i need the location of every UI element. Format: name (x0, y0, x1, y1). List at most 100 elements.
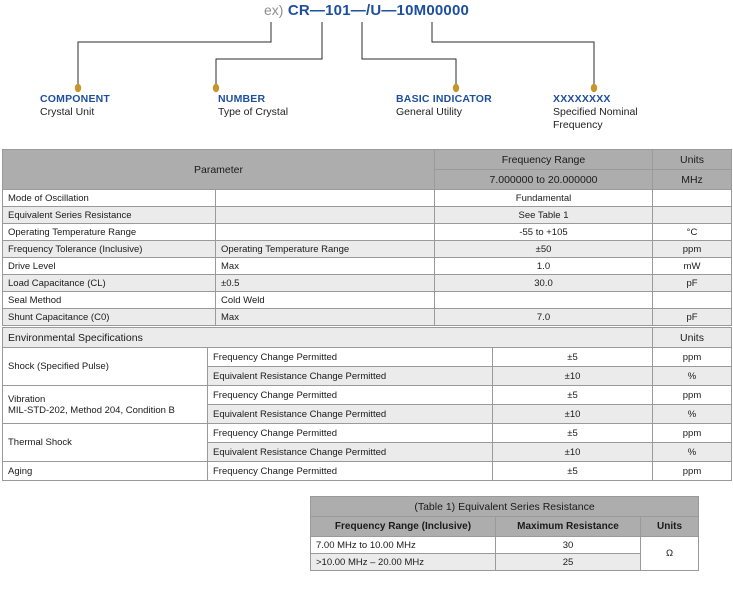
parameters-header-row-1: Parameter Frequency Range Units (2, 149, 732, 190)
esr-col-max-resistance: Maximum Resistance (495, 516, 641, 537)
parameters-header-units: Units (652, 149, 732, 170)
param-value: ±50 (434, 240, 653, 258)
environmental-value: ±5 (492, 385, 653, 405)
param-condition: Max (215, 308, 435, 326)
example-part-number-code: CR—101—/U—10M00000 (287, 2, 470, 19)
environmental-value: ±5 (492, 347, 653, 367)
environmental-header-units: Units (652, 327, 732, 348)
environmental-group-name: Thermal Shock (2, 423, 208, 462)
param-name: Drive Level (2, 257, 216, 275)
table-row: Load Capacitance (CL) ±0.5 30.0 pF (2, 274, 732, 292)
environmental-units: % (652, 442, 732, 462)
table-row: Shunt Capacitance (C0) Max 7.0 pF (2, 308, 732, 326)
esr-col-frequency-range: Frequency Range (Inclusive) (310, 516, 496, 537)
environmental-group-name-line1: Aging (8, 465, 33, 477)
environmental-criteria: Frequency Change Permitted (207, 423, 493, 443)
environmental-value: ±5 (492, 423, 653, 443)
callout-basic-indicator: BASIC INDICATOR General Utility (396, 93, 492, 119)
environmental-table: Environmental Specifications Units Shock… (2, 327, 732, 481)
param-name: Equivalent Series Resistance (2, 206, 216, 224)
environmental-group-name: Aging (2, 461, 208, 481)
param-value: 30.0 (434, 274, 653, 292)
parameters-header-row-2: 7.000000 to 20.000000 MHz (3, 169, 732, 190)
esr-resistance: 25 (495, 553, 641, 571)
esr-table-title: (Table 1) Equivalent Series Resistance (310, 496, 699, 517)
esr-range: >10.00 MHz – 20.00 MHz (310, 553, 496, 571)
param-condition: ±0.5 (215, 274, 435, 292)
table-row: Aging Frequency Change Permitted ±5 ppm (2, 461, 732, 481)
environmental-group-name: Vibration MIL-STD-202, Method 204, Condi… (2, 385, 208, 424)
environmental-group-name-line1: Vibration (8, 393, 46, 405)
param-units: ppm (652, 240, 732, 258)
environmental-header-row: Environmental Specifications Units (2, 327, 732, 348)
esr-col-units: Units (640, 516, 699, 537)
parameters-header-parameter: Parameter (2, 149, 435, 190)
callout-component-title: COMPONENT (40, 93, 111, 105)
environmental-value: ±5 (492, 461, 653, 481)
parameters-header-frequency-range-value: 7.000000 to 20.000000 (434, 169, 653, 190)
environmental-group-name: Shock (Specified Pulse) (2, 347, 208, 386)
param-units: mW (652, 257, 732, 275)
param-condition: Operating Temperature Range (215, 240, 435, 258)
table-row: Thermal Shock Frequency Change Permitted… (2, 423, 732, 462)
environmental-value: ±10 (492, 442, 653, 462)
param-units (652, 291, 732, 309)
callout-leader-lines (74, 22, 598, 93)
param-value: 1.0 (434, 257, 653, 275)
environmental-criteria: Frequency Change Permitted (207, 347, 493, 367)
parameters-header-frequency-range: Frequency Range (434, 149, 653, 170)
param-value: -55 to +105 (434, 223, 653, 241)
callout-number-title: NUMBER (218, 93, 266, 105)
param-units: pF (652, 274, 732, 292)
param-name: Operating Temperature Range (2, 223, 216, 241)
esr-table: (Table 1) Equivalent Series Resistance F… (310, 496, 699, 571)
environmental-criteria: Equivalent Resistance Change Permitted (207, 404, 493, 424)
callout-number: NUMBER Type of Crystal (218, 93, 288, 119)
example-prefix-label: ex) (263, 2, 284, 18)
esr-units: Ω (640, 536, 699, 571)
param-name: Mode of Oscillation (2, 189, 216, 207)
environmental-units: ppm (652, 385, 732, 405)
esr-range: 7.00 MHz to 10.00 MHz (310, 536, 496, 554)
esr-header-row: Frequency Range (Inclusive) Maximum Resi… (310, 516, 699, 537)
table-row: 7.00 MHz to 10.00 MHz 30 Ω (310, 536, 699, 571)
parameters-header-units-value: MHz (652, 169, 732, 190)
param-condition (215, 189, 435, 207)
callout-number-sub1: Type of Crystal (218, 106, 289, 118)
callout-frequency-sub2: Frequency (553, 119, 603, 131)
environmental-criteria: Frequency Change Permitted (207, 461, 493, 481)
param-value (434, 291, 653, 309)
param-condition (215, 223, 435, 241)
param-units (652, 189, 732, 207)
callout-basic-indicator-sub1: General Utility (396, 106, 462, 118)
environmental-header-title: Environmental Specifications (2, 327, 653, 348)
table-row: >10.00 MHz – 20.00 MHz 25 (310, 553, 699, 571)
esr-title-row: (Table 1) Equivalent Series Resistance (310, 496, 699, 517)
table-row: Frequency Tolerance (Inclusive) Operatin… (2, 240, 732, 258)
environmental-group-name-line2: MIL-STD-202, Method 204, Condition B (8, 404, 175, 416)
environmental-units: % (652, 366, 732, 386)
callout-basic-indicator-title: BASIC INDICATOR (396, 93, 492, 105)
table-row: Drive Level Max 1.0 mW (2, 257, 732, 275)
param-name: Seal Method (2, 291, 216, 309)
callout-frequency-sub1: Specified Nominal (553, 106, 638, 118)
param-value: See Table 1 (434, 206, 653, 224)
param-condition: Max (215, 257, 435, 275)
table-row: Seal Method Cold Weld (2, 291, 732, 309)
esr-resistance: 30 (495, 536, 641, 554)
param-name: Frequency Tolerance (Inclusive) (2, 240, 216, 258)
param-name: Load Capacitance (CL) (2, 274, 216, 292)
environmental-criteria: Frequency Change Permitted (207, 385, 493, 405)
part-number-example-block: ex) CR—101—/U—10M00000 COMPONENT C (0, 0, 733, 148)
part-number-example-line: ex) CR—101—/U—10M00000 (0, 2, 733, 20)
environmental-units: ppm (652, 347, 732, 367)
environmental-value: ±10 (492, 366, 653, 386)
param-units: °C (652, 223, 732, 241)
table-row: Shock (Specified Pulse) Frequency Change… (2, 347, 732, 386)
param-units (652, 206, 732, 224)
callout-component-sub1: Crystal Unit (40, 106, 95, 118)
environmental-value: ±10 (492, 404, 653, 424)
table-row: Vibration MIL-STD-202, Method 204, Condi… (2, 385, 732, 424)
table-row: Equivalent Series Resistance See Table 1 (2, 206, 732, 224)
environmental-criteria: Equivalent Resistance Change Permitted (207, 366, 493, 386)
